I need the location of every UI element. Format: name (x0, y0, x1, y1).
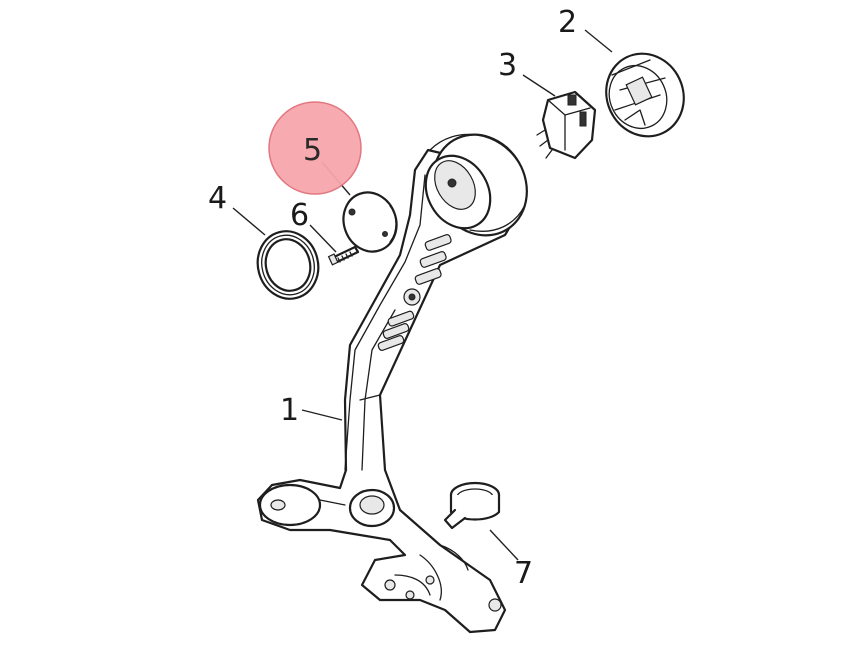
part-2-housing-cap[interactable] (593, 41, 697, 149)
leader-line-4 (232, 207, 266, 236)
leader-line-1 (301, 409, 343, 421)
callout-1[interactable]: 1 (280, 393, 299, 428)
leader-line-3 (522, 74, 556, 97)
part-4-ring[interactable] (250, 224, 326, 305)
part-7-clamp[interactable] (443, 481, 501, 530)
part-1-lever-arm[interactable] (256, 117, 545, 634)
part-5-cover-disc[interactable] (335, 185, 404, 259)
callout-5-highlight (268, 101, 362, 195)
callout-6[interactable]: 6 (290, 198, 309, 233)
leader-line-2 (584, 29, 613, 53)
callout-labels: 1 2 3 4 5 6 7 (208, 5, 577, 591)
part-3-switch[interactable] (536, 90, 597, 160)
callout-5[interactable]: 5 (303, 133, 322, 168)
callout-7[interactable]: 7 (514, 556, 533, 591)
leader-line-6 (309, 224, 337, 253)
part-6-screw[interactable] (327, 245, 360, 266)
callout-4[interactable]: 4 (208, 181, 227, 216)
callout-2[interactable]: 2 (558, 5, 577, 40)
leader-line-7 (489, 529, 519, 561)
callout-3[interactable]: 3 (498, 48, 517, 83)
